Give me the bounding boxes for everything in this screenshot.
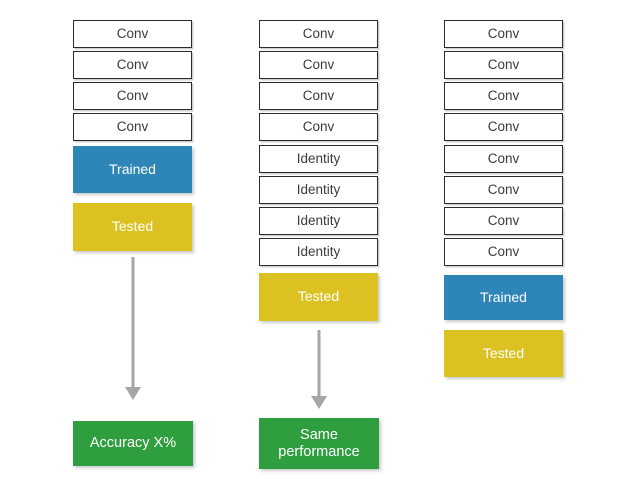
layer-box-identity: Identity: [259, 207, 378, 235]
stage-box-trained: Trained: [444, 275, 563, 320]
arrow-head-icon: [124, 387, 141, 400]
layer-box-conv: Conv: [73, 20, 192, 48]
stage-box-tested: Tested: [73, 203, 192, 251]
layer-box-conv: Conv: [444, 176, 563, 204]
flow-arrow-left: [116, 257, 149, 400]
layer-box-conv: Conv: [444, 20, 563, 48]
layer-box-conv: Conv: [259, 113, 378, 141]
arrow-shaft: [317, 330, 320, 397]
layer-box-conv: Conv: [259, 82, 378, 110]
stage-box-trained: Trained: [73, 146, 192, 193]
layer-box-conv: Conv: [444, 145, 563, 173]
layer-box-identity: Identity: [259, 145, 378, 173]
stage-box-tested: Tested: [259, 273, 378, 321]
stage-box-tested: Tested: [444, 330, 563, 377]
result-box-accuracy: Accuracy X%: [73, 421, 193, 466]
layer-box-conv: Conv: [444, 207, 563, 235]
layer-box-conv: Conv: [259, 51, 378, 79]
arrow-shaft: [131, 257, 134, 388]
layer-box-conv: Conv: [259, 20, 378, 48]
layer-box-conv: Conv: [73, 113, 192, 141]
layer-box-conv: Conv: [444, 82, 563, 110]
layer-box-identity: Identity: [259, 238, 378, 266]
result-box-same-performance: Same performance: [259, 418, 379, 469]
layer-box-conv: Conv: [73, 51, 192, 79]
layer-box-conv: Conv: [444, 113, 563, 141]
layer-box-identity: Identity: [259, 176, 378, 204]
layer-box-conv: Conv: [73, 82, 192, 110]
arrow-head-icon: [310, 396, 327, 409]
layer-box-conv: Conv: [444, 51, 563, 79]
flow-arrow-middle: [302, 330, 335, 409]
layer-box-conv: Conv: [444, 238, 563, 266]
